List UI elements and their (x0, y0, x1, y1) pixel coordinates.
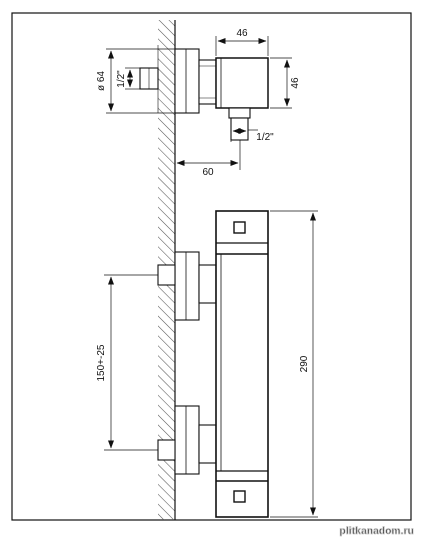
front-view (157, 210, 269, 518)
lower-inlet-connector (198, 424, 217, 464)
dim-bottom-thread: 1/2" (256, 132, 274, 143)
watermark-text: plitkanadom.ru (340, 526, 414, 537)
thermostat-body (215, 210, 269, 518)
upper-inlet-flange (174, 251, 200, 321)
bottom-cap-square (233, 490, 246, 503)
top-flange (174, 48, 200, 114)
dim-side-thread: 1/2" (116, 70, 127, 88)
top-cap-square (233, 221, 246, 234)
dim-body-height: 46 (290, 77, 301, 89)
dim-wall-offset: 60 (202, 167, 214, 178)
dim-diameter: ø 64 (96, 71, 107, 91)
front-dimension-lines (104, 210, 318, 518)
top-dimension-lines (106, 36, 292, 170)
dim-inlet-spacing: 150+-25 (96, 344, 107, 381)
top-connector (198, 59, 217, 105)
lower-inlet-stub (157, 439, 176, 461)
lower-inlet-flange (174, 405, 200, 475)
top-outlet (228, 107, 251, 119)
dim-body-width: 46 (236, 28, 248, 39)
dim-total-height: 290 (299, 355, 310, 372)
top-body (215, 57, 269, 109)
drawing-frame (11, 12, 412, 521)
upper-inlet-stub (157, 264, 176, 286)
top-view (139, 45, 269, 141)
upper-inlet-connector (198, 264, 217, 304)
